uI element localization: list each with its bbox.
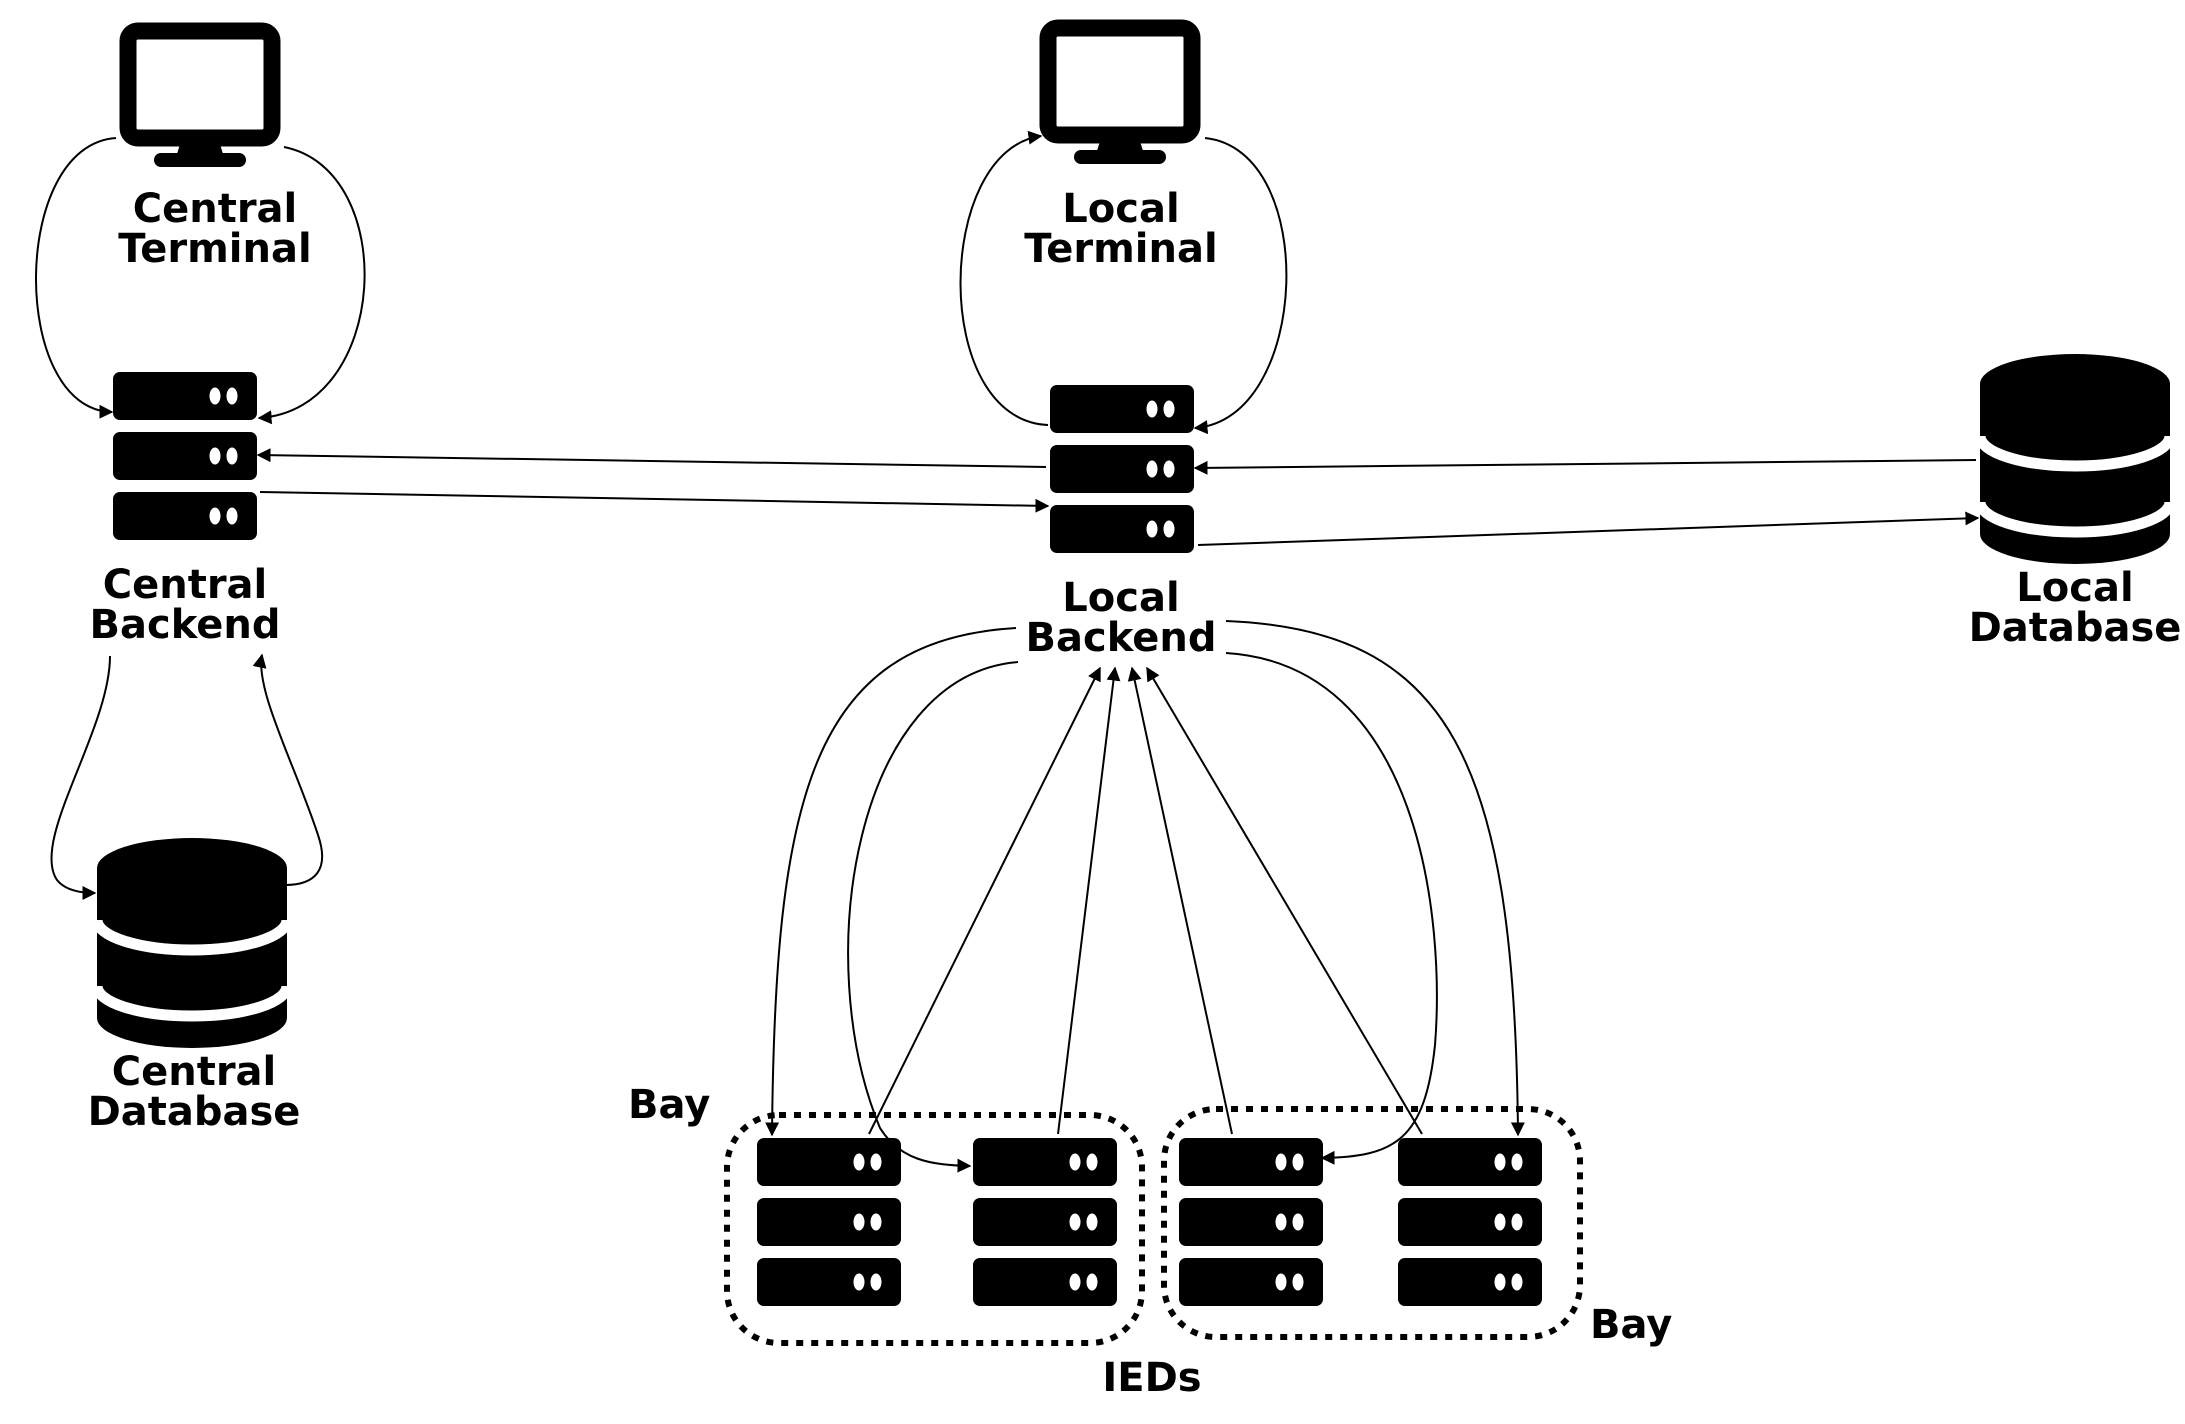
edge-central-backend-to-central-terminal bbox=[257, 146, 366, 425]
edge-ied-1-to-local-backend bbox=[868, 666, 1101, 1135]
local-terminal-label-line-1: Local bbox=[1062, 186, 1179, 232]
edge-central-backend-to-central-database bbox=[50, 655, 111, 900]
ied-node bbox=[973, 1138, 1117, 1306]
edge-local-database-to-local-backend bbox=[1193, 459, 1977, 475]
central-backend-node: Central Backend bbox=[90, 372, 281, 648]
bay-group-right bbox=[1161, 1106, 1583, 1340]
server-rack-icon bbox=[1050, 385, 1194, 553]
edge-local-backend-to-ied-2 bbox=[847, 661, 1019, 1173]
edge-central-backend-to-local-backend bbox=[259, 491, 1050, 513]
central-backend-label-line-1: Central bbox=[103, 562, 268, 608]
central-database-node: Central Database bbox=[88, 838, 301, 1135]
edge-ied-2-to-local-backend bbox=[1057, 666, 1121, 1135]
bay-group-left bbox=[724, 1112, 1145, 1346]
central-terminal-label-line-1: Central bbox=[133, 186, 298, 232]
database-icon bbox=[1980, 354, 2170, 564]
edge-local-backend-to-ied-3 bbox=[1225, 652, 1438, 1165]
central-terminal-node: Central Terminal bbox=[118, 31, 312, 272]
central-terminal-label-line-2: Terminal bbox=[118, 226, 311, 272]
server-rack-icon bbox=[113, 372, 257, 540]
edge-local-backend-to-local-terminal bbox=[959, 130, 1049, 426]
bay-boundary-right bbox=[1161, 1106, 1583, 1340]
database-icon bbox=[97, 838, 287, 1048]
bay-label-right: Bay bbox=[1590, 1302, 1672, 1348]
edge-local-backend-to-ied-4 bbox=[1225, 620, 1525, 1137]
ied-node bbox=[1398, 1138, 1542, 1306]
monitor-icon bbox=[128, 31, 272, 167]
local-database-label-line-1: Local bbox=[2016, 565, 2133, 611]
server-rack-icon bbox=[757, 1138, 901, 1306]
central-backend-label-line-2: Backend bbox=[90, 602, 281, 648]
local-backend-label-line-1: Local bbox=[1062, 575, 1179, 621]
ieds-label: IEDs bbox=[1102, 1355, 1201, 1401]
local-backend-label-line-2: Backend bbox=[1026, 615, 1217, 661]
server-rack-icon bbox=[1398, 1138, 1542, 1306]
local-terminal-label-line-2: Terminal bbox=[1024, 226, 1217, 272]
edge-local-terminal-to-local-backend bbox=[1193, 137, 1288, 435]
edge-ied-3-to-local-backend bbox=[1127, 666, 1233, 1135]
local-terminal-node: Local Terminal bbox=[1024, 28, 1218, 272]
edge-central-database-to-central-backend bbox=[252, 653, 324, 886]
edges bbox=[35, 130, 1980, 1173]
local-database-label-line-2: Database bbox=[1969, 605, 2182, 651]
edge-local-backend-to-local-database bbox=[1197, 511, 1980, 546]
central-database-label-line-2: Database bbox=[88, 1089, 301, 1135]
monitor-icon bbox=[1048, 28, 1192, 164]
edge-ied-4-to-local-backend bbox=[1146, 666, 1423, 1135]
local-database-node: Local Database bbox=[1969, 354, 2182, 651]
ied-node bbox=[1179, 1138, 1323, 1306]
server-rack-icon bbox=[1179, 1138, 1323, 1306]
ied-node bbox=[757, 1138, 901, 1306]
bay-label-left: Bay bbox=[628, 1082, 710, 1128]
bay-boundary-left bbox=[724, 1112, 1145, 1346]
server-rack-icon bbox=[973, 1138, 1117, 1306]
edge-local-backend-to-central-backend bbox=[256, 448, 1047, 468]
local-backend-node: Local Backend bbox=[1026, 385, 1217, 661]
central-database-label-line-1: Central bbox=[112, 1049, 277, 1095]
edge-local-backend-to-ied-1 bbox=[765, 627, 1017, 1137]
edge-central-terminal-to-central-backend bbox=[35, 137, 117, 419]
